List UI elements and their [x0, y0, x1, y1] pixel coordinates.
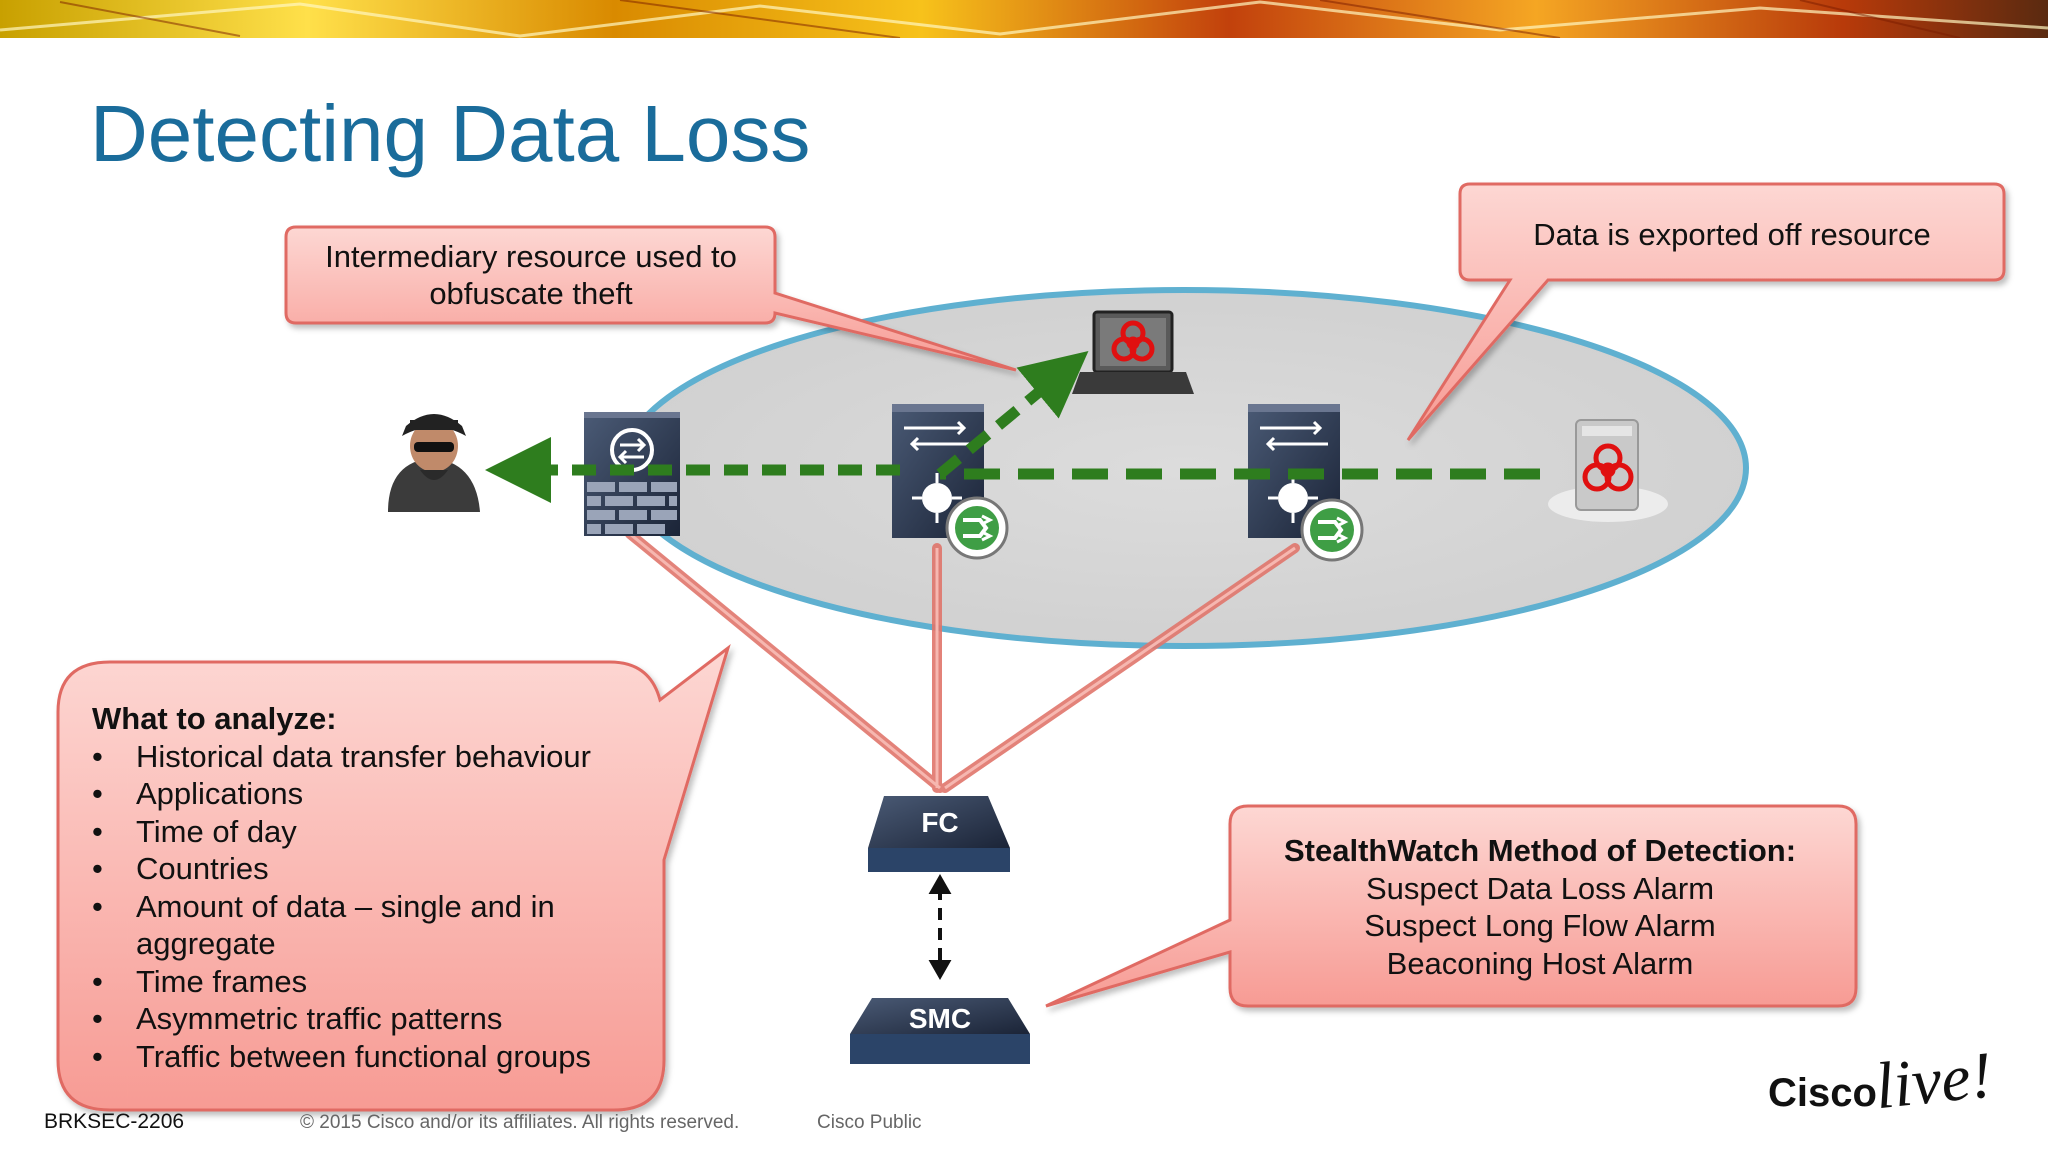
collector-links-inner	[629, 532, 1296, 790]
analyze-item: Time of day	[92, 813, 672, 851]
callout-exported-text: Data is exported off resource	[1533, 217, 1931, 252]
fc-smc-link	[928, 873, 952, 981]
hacker-icon	[388, 414, 480, 512]
logo-brand: Cisco	[1768, 1071, 1877, 1115]
analyze-item: Asymmetric traffic patterns	[92, 1000, 672, 1038]
exfiltration-flow	[485, 350, 1540, 503]
stealthwatch-panel: StealthWatch Method of Detection: Suspec…	[1222, 832, 1858, 982]
callout-intermediary-line-1: Intermediary resource used to	[325, 239, 737, 274]
analyze-heading: What to analyze:	[92, 701, 337, 736]
copyright: © 2015 Cisco and/or its affiliates. All …	[300, 1112, 740, 1133]
fc-device: FC	[868, 796, 1010, 872]
biohazard-icon	[1582, 443, 1634, 492]
analyze-item: Countries	[92, 850, 672, 888]
callout-intermediary-text: Intermediary resource used to obfuscate …	[296, 238, 766, 312]
infected-server-icon	[1548, 419, 1668, 522]
page-title: Detecting Data Loss	[90, 89, 811, 178]
session-code: BRKSEC-2206	[44, 1110, 185, 1133]
netflow-icon	[945, 496, 1009, 560]
smc-label: SMC	[909, 1003, 971, 1034]
stealthwatch-alarm: Suspect Long Flow Alarm	[1364, 908, 1716, 943]
analyze-panel: What to analyze: Historical data transfe…	[92, 700, 672, 1075]
fc-label: FC	[921, 807, 958, 838]
callout-intermediary-line-2: obfuscate theft	[429, 276, 633, 311]
callout-exported	[1406, 182, 2006, 441]
analyze-item: Time frames	[92, 963, 672, 1001]
classification: Cisco Public	[817, 1112, 922, 1133]
header-banner	[0, 0, 2048, 38]
analyze-item: Applications	[92, 775, 672, 813]
biohazard-icon	[1111, 320, 1155, 362]
callout-stealthwatch	[1045, 804, 1858, 1008]
firewall-icon	[584, 412, 680, 536]
analyze-item: Traffic between functional groups	[92, 1038, 672, 1076]
analyze-item: Historical data transfer behaviour	[92, 738, 672, 776]
smc-device: SMC	[850, 998, 1030, 1064]
infected-laptop-icon	[1072, 310, 1194, 394]
logo-event: live!	[1872, 1038, 1996, 1116]
netflow-icon	[1300, 498, 1364, 562]
cisco-live-logo: Cisco live!	[1768, 1038, 1996, 1116]
stealthwatch-alarm: Suspect Data Loss Alarm	[1365, 870, 1715, 906]
analyze-item: Amount of data – single and in aggregate	[92, 888, 606, 963]
stealthwatch-alarm: Beaconing Host Alarm	[1386, 945, 1694, 981]
stealthwatch-heading: StealthWatch Method of Detection:	[1283, 833, 1797, 868]
analyze-list: Historical data transfer behaviour Appli…	[92, 738, 672, 1076]
callout-intermediary	[284, 225, 1017, 372]
